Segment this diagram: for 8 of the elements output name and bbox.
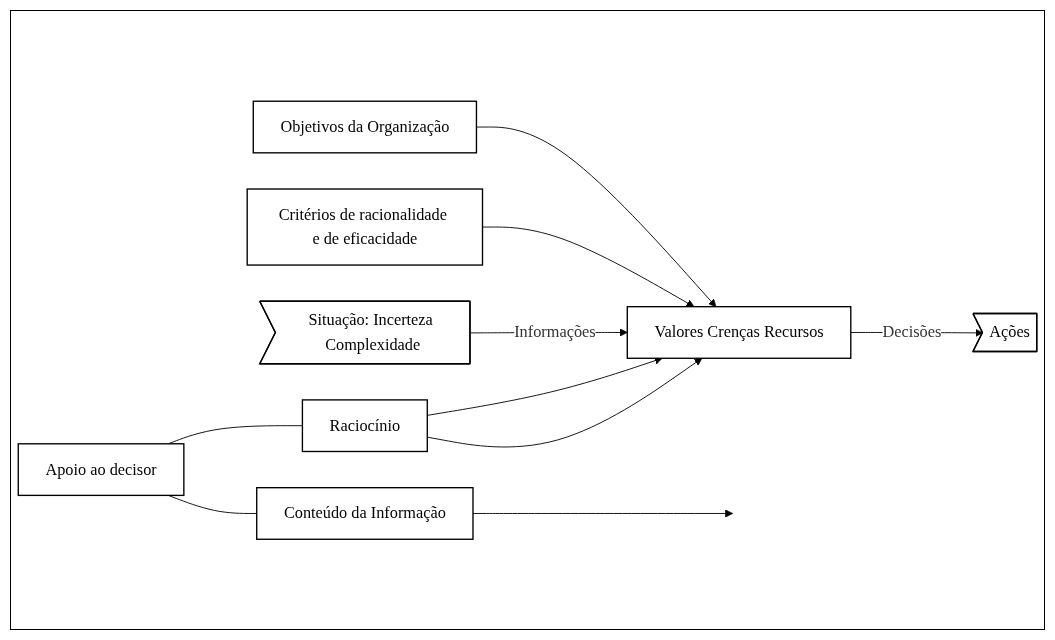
node-box: Apoio ao decisor bbox=[17, 442, 185, 496]
node-box: Conteúdo da Informação bbox=[256, 486, 474, 540]
edge-label: Informações bbox=[514, 322, 596, 341]
edge-label: Decisões bbox=[882, 322, 942, 341]
node-box: Objetivos da Organização bbox=[252, 100, 478, 154]
node-box: Raciocínio bbox=[301, 398, 428, 452]
node-box: Critérios de racionalidade e de eficacidade bbox=[246, 188, 484, 266]
node-box: Valores Crenças Recursos bbox=[626, 305, 852, 359]
